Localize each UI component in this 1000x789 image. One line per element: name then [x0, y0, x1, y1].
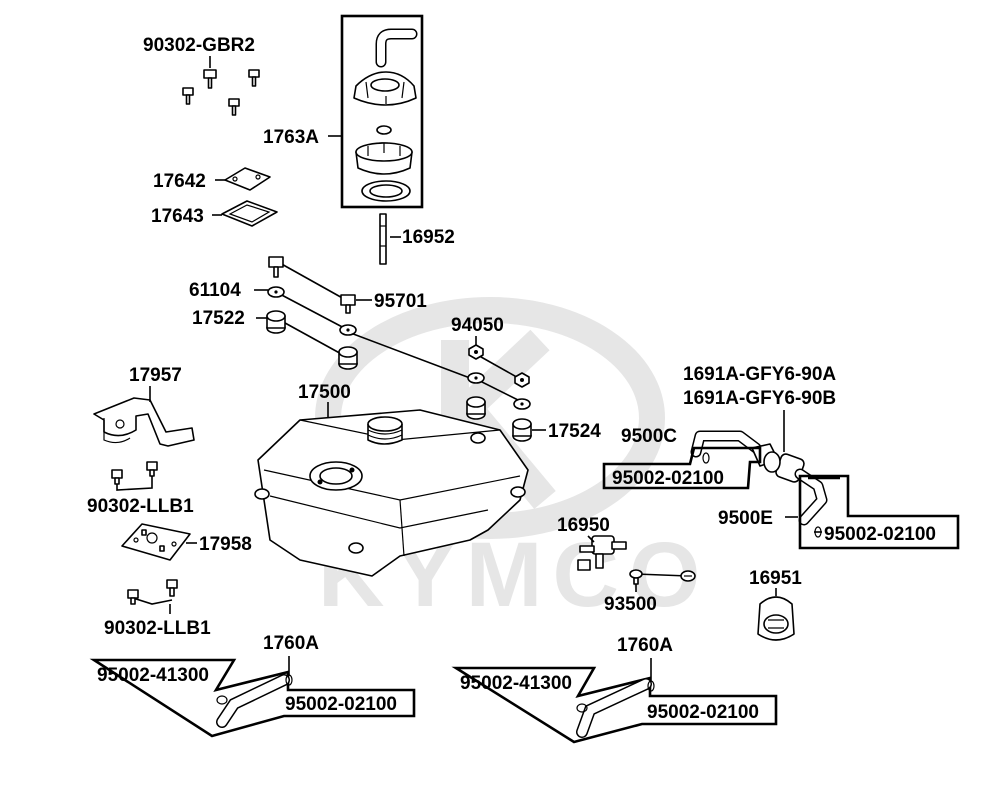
gasket-17643: [221, 200, 278, 227]
label-95002-02100-bottom-right: 95002-02100: [647, 702, 759, 723]
label-17957: 17957: [129, 365, 182, 386]
label-61104: 61104: [189, 280, 241, 301]
bracket-17957: [93, 397, 195, 447]
label-90302-gbr2: 90302-GBR2: [143, 35, 255, 56]
label-94050: 94050: [451, 315, 504, 336]
fuel-cap-assembly: [340, 14, 424, 209]
label-9500c: 9500C: [621, 426, 677, 447]
label-95002-02100-upper: 95002-02100: [612, 468, 724, 489]
bolts-90302-gbr2: [182, 69, 260, 116]
fuel-valve-group: [690, 430, 828, 538]
label-1760a-left: 1760A: [263, 633, 319, 654]
mounting-hardware: [266, 256, 532, 442]
label-16950: 16950: [557, 515, 610, 536]
label-1691a-a: 1691A-GFY6-90A: [683, 364, 836, 385]
label-17958: 17958: [199, 534, 252, 555]
label-95002-02100-left: 95002-02100: [285, 694, 397, 715]
label-90302-llb1-upper: 90302-LLB1: [87, 496, 194, 517]
label-90302-llb1-lower: 90302-LLB1: [104, 618, 211, 639]
label-17643: 17643: [151, 206, 204, 227]
screw-93500: [629, 569, 696, 585]
label-9500e: 9500E: [718, 508, 773, 529]
label-17642: 17642: [153, 171, 206, 192]
label-16952: 16952: [402, 227, 455, 248]
bolts-90302-llb1-upper: [111, 461, 158, 491]
hose-group-left: [89, 656, 416, 738]
gasket-17642: [224, 167, 271, 191]
label-95002-41300-left: 95002-41300: [97, 665, 209, 686]
hose-group-right: [451, 658, 778, 744]
bracket-17958: [121, 523, 191, 561]
label-95002-02100-right: 95002-02100: [824, 524, 936, 545]
label-16951: 16951: [749, 568, 802, 589]
fitting-16950: [577, 535, 627, 571]
label-1760a-right: 1760A: [617, 635, 673, 656]
cap-16951: [757, 596, 795, 641]
label-17500: 17500: [298, 382, 351, 403]
label-17524: 17524: [548, 421, 601, 442]
bolts-90302-llb1-lower: [127, 579, 178, 605]
label-17522: 17522: [192, 308, 245, 329]
label-1763a: 1763A: [263, 127, 319, 148]
fuel-tank-17500: [254, 409, 529, 577]
label-95002-41300-right: 95002-41300: [460, 673, 572, 694]
label-95701: 95701: [374, 291, 427, 312]
tube-16952: [379, 213, 387, 265]
label-1691a-b: 1691A-GFY6-90B: [683, 388, 836, 409]
label-93500: 93500: [604, 594, 657, 615]
